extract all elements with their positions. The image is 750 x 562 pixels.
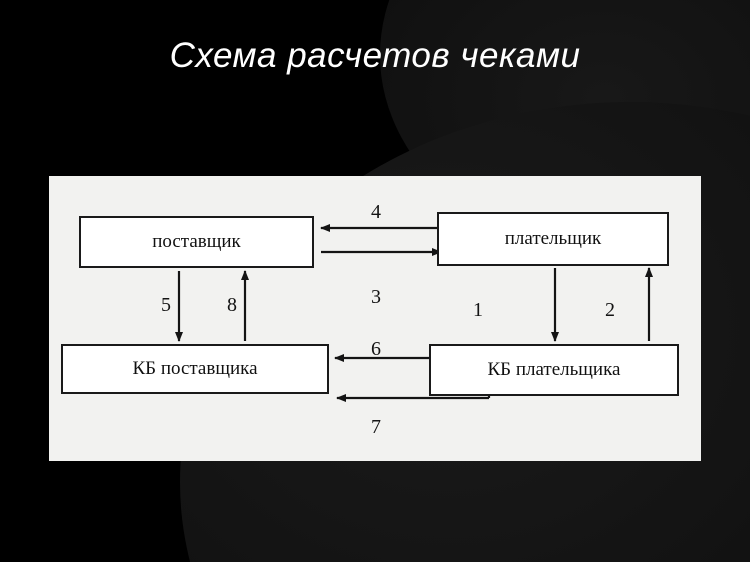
node-supplier-label: поставщик (152, 231, 241, 252)
node-payer[interactable]: плательщик (437, 212, 669, 266)
edge-label-2: 2 (605, 299, 615, 321)
diagram-arrows (175, 224, 653, 402)
edge-label-6: 6 (371, 338, 381, 360)
node-payer-bank-label: КБ плательщика (487, 359, 621, 380)
node-payer-bank[interactable]: КБ плательщика (429, 344, 679, 396)
edge-label-8: 8 (227, 294, 237, 316)
edge-label-7: 7 (371, 416, 381, 438)
node-supplier-bank[interactable]: КБ поставщика (61, 344, 329, 394)
edge-label-5: 5 (161, 294, 171, 316)
page-title: Схема расчетов чеками (169, 36, 581, 75)
node-payer-label: плательщик (504, 228, 602, 249)
edge-label-3: 3 (371, 286, 381, 308)
node-supplier[interactable]: поставщик (79, 216, 314, 268)
diagram-panel: поставщик плательщик КБ поставщика КБ пл… (49, 176, 701, 461)
edge-label-1: 1 (473, 299, 483, 321)
node-supplier-bank-label: КБ поставщика (132, 358, 258, 379)
edge-label-4: 4 (371, 201, 381, 223)
